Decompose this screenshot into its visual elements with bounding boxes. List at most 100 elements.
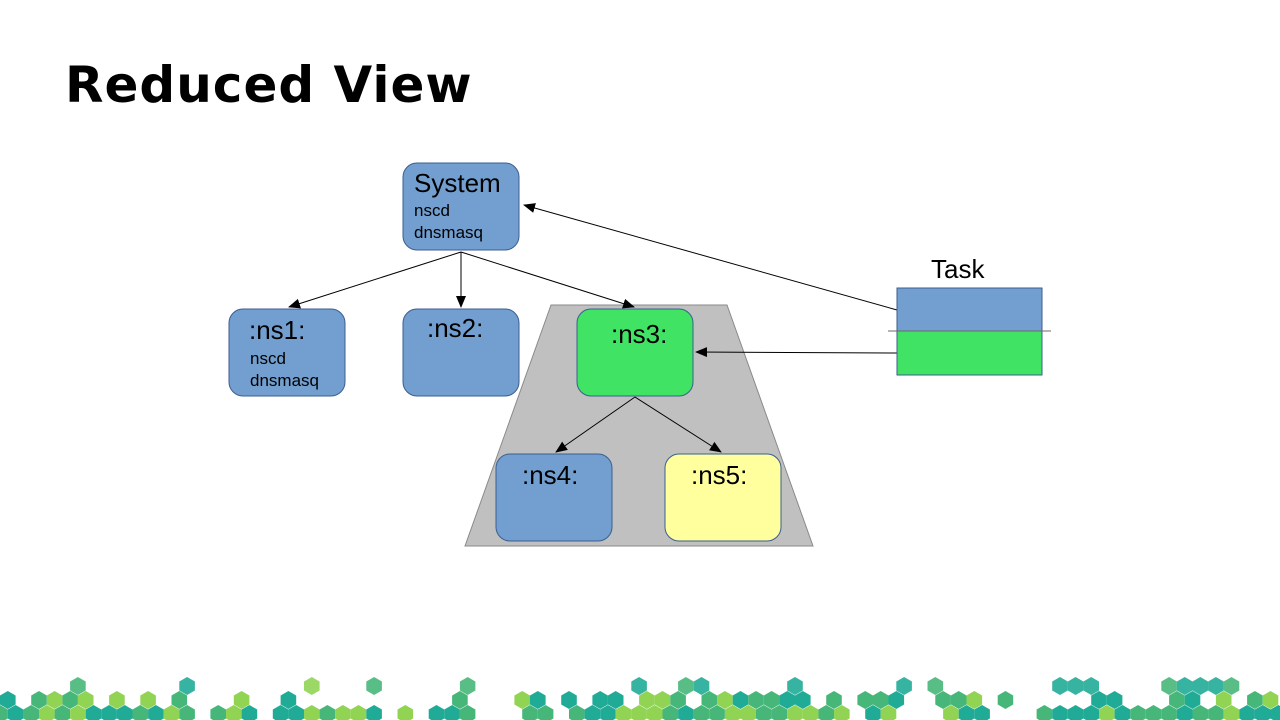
hexagon-tile bbox=[1036, 705, 1053, 720]
hexagon-tile bbox=[966, 691, 983, 709]
hexagon-tile bbox=[818, 705, 834, 720]
hexagon-tile bbox=[62, 691, 78, 709]
hexagon-tile bbox=[646, 705, 663, 720]
hexagon-tile bbox=[70, 705, 86, 720]
hexagon-tile bbox=[1169, 691, 1185, 709]
hexagon-tile bbox=[514, 691, 530, 709]
hexagon-tile bbox=[522, 705, 538, 720]
task-box: Task bbox=[888, 254, 1051, 376]
hexagon-tile bbox=[77, 691, 94, 709]
hexagon-tile bbox=[1192, 705, 1209, 720]
hexagon-tile bbox=[1208, 705, 1224, 720]
hexagon-tile bbox=[70, 677, 86, 695]
hexagon-tile bbox=[678, 705, 694, 720]
hexagon-tile bbox=[834, 705, 850, 720]
hexagon-tile bbox=[724, 705, 741, 720]
hexagon-tile bbox=[1083, 677, 1099, 695]
hexagon-tile bbox=[366, 705, 382, 720]
hexagon-tile bbox=[1223, 677, 1240, 695]
edge-system-ns1 bbox=[288, 251, 462, 309]
hexagon-tile bbox=[1067, 705, 1084, 720]
hexagon-tile bbox=[607, 691, 624, 709]
hexagon-tile bbox=[678, 677, 694, 695]
hexagon-tile bbox=[639, 691, 655, 709]
ns2-node: :ns2: bbox=[402, 308, 520, 397]
hexagon-tile bbox=[935, 691, 951, 709]
hexagon-tile bbox=[709, 705, 725, 720]
hexagon-tile bbox=[179, 677, 195, 695]
hexagon-tile bbox=[795, 691, 811, 709]
hexagon-tile bbox=[397, 705, 414, 720]
hexagon-tile bbox=[7, 705, 24, 720]
hexagon-tile bbox=[748, 691, 764, 709]
hexagon-tile bbox=[826, 691, 842, 709]
hexagon-tile bbox=[233, 691, 250, 709]
ns1-node: :ns1: nscd dnsmasq bbox=[228, 308, 346, 397]
slide-title: Reduced View bbox=[65, 56, 473, 114]
hexagon-tile bbox=[1254, 705, 1271, 720]
hexagon-tile bbox=[54, 705, 71, 720]
ns3-title: :ns3: bbox=[611, 319, 667, 349]
hexagon-tile bbox=[39, 705, 55, 720]
hexagon-tile bbox=[109, 691, 125, 709]
hexagon-tile bbox=[857, 691, 873, 709]
hexagon-tile bbox=[163, 705, 180, 720]
hexagon-tile bbox=[997, 691, 1014, 709]
hexagon-tile bbox=[584, 705, 601, 720]
task-system-half bbox=[896, 287, 1043, 332]
hexagon-tile bbox=[1099, 705, 1115, 720]
hexagon-tile bbox=[0, 705, 8, 720]
ns5-node: :ns5: bbox=[664, 453, 782, 542]
hexagon-tile bbox=[85, 705, 102, 720]
hexagon-tile bbox=[140, 691, 156, 709]
hexagon-tile bbox=[444, 705, 460, 720]
hexagon-tile bbox=[46, 691, 63, 709]
hexagon-tile bbox=[561, 691, 577, 709]
hexagon-tile bbox=[1052, 677, 1068, 695]
system-title: System bbox=[414, 168, 501, 198]
hexagon-tile bbox=[1145, 705, 1162, 720]
edge-task-ns3 bbox=[695, 347, 898, 358]
ns4-title: :ns4: bbox=[522, 460, 578, 490]
ns1-process-dnsmasq: dnsmasq bbox=[250, 371, 319, 390]
hexagon-tile bbox=[802, 705, 819, 720]
hexagon-tile bbox=[631, 705, 647, 720]
hexagon-tile bbox=[132, 705, 149, 720]
hexagon-tile bbox=[693, 705, 710, 720]
hexagon-tile bbox=[865, 705, 881, 720]
hexagon-tile bbox=[1114, 705, 1131, 720]
hexagon-tile bbox=[1215, 691, 1232, 709]
hexagon-tile bbox=[1161, 705, 1177, 720]
hexagon-tile bbox=[1083, 705, 1099, 720]
hexagon-tile bbox=[693, 677, 710, 695]
ns4-node: :ns4: bbox=[495, 453, 613, 542]
hexagon-tile bbox=[927, 677, 944, 695]
edge-ns3-ns4 bbox=[555, 396, 636, 453]
hexagon-tile bbox=[600, 705, 616, 720]
hexagon-tile bbox=[1161, 677, 1177, 695]
hexagon-tile bbox=[179, 705, 195, 720]
hexagon-tile bbox=[272, 705, 289, 720]
hexagon-tile bbox=[530, 691, 546, 709]
hexagon-tile bbox=[1067, 677, 1084, 695]
hexagon-tile bbox=[974, 705, 990, 720]
hexagon-tile bbox=[350, 705, 367, 720]
hexagon-tile bbox=[950, 691, 967, 709]
hexagon-tile bbox=[304, 677, 320, 695]
hexagon-tile bbox=[1106, 691, 1123, 709]
hexagon-tile bbox=[280, 691, 297, 709]
hexagon-tile bbox=[740, 705, 756, 720]
hexagon-tile bbox=[943, 705, 959, 720]
hexagon-tile bbox=[459, 677, 476, 695]
system-process-dnsmasq: dnsmasq bbox=[414, 223, 483, 242]
hexagon-tile bbox=[1052, 705, 1068, 720]
ns1-process-nscd: nscd bbox=[250, 349, 286, 368]
system-node: System nscd dnsmasq bbox=[402, 162, 520, 251]
hexagon-tile bbox=[335, 705, 351, 720]
hexagon-tile bbox=[771, 705, 788, 720]
hexagon-tile bbox=[1091, 691, 1107, 709]
hexagon-tile bbox=[101, 705, 117, 720]
hexagon-tile bbox=[31, 691, 47, 709]
hexagon-tile bbox=[958, 705, 975, 720]
hexagon-tile bbox=[787, 677, 803, 695]
